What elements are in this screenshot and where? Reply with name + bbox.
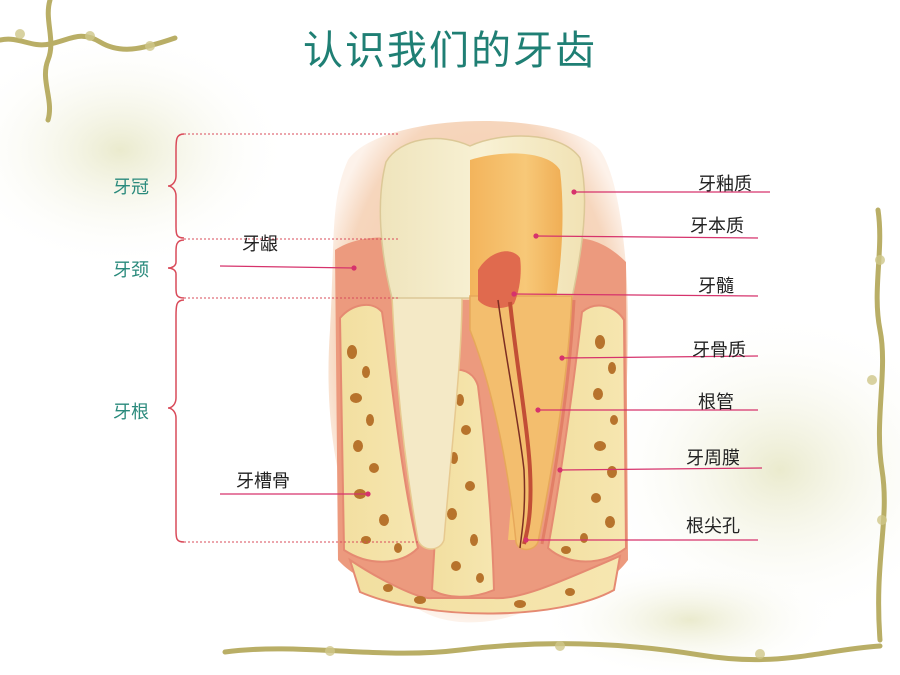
tooth-root-left — [391, 295, 463, 550]
crown-bracket — [167, 133, 185, 239]
leader-pulp — [513, 293, 759, 297]
label-enamel: 牙釉质 — [698, 174, 752, 195]
root-canal — [508, 301, 533, 545]
label-gum: 牙龈 — [242, 234, 278, 255]
bone-pores — [347, 335, 618, 608]
leader-cementum — [561, 355, 759, 359]
floral-wash-top-left — [0, 30, 290, 270]
alveolar-bone-right — [546, 304, 628, 563]
leader-dentin — [535, 235, 759, 239]
label-apical-foramen: 根尖孔 — [686, 516, 740, 537]
label-pulp: 牙髓 — [698, 276, 734, 297]
tooth-root-right — [469, 295, 573, 551]
label-root-canal: 根管 — [698, 392, 734, 413]
root-canal-nerve — [497, 299, 526, 549]
vine-top-left — [0, 33, 178, 52]
root-bracket — [167, 299, 185, 543]
vine-bottom — [222, 641, 883, 663]
vine-right-vertical — [874, 207, 887, 643]
section-brackets — [167, 133, 420, 543]
periodontal-line — [540, 299, 576, 545]
label-cementum: 牙骨质 — [692, 340, 746, 361]
section-label-neck: 牙颈 — [113, 260, 149, 281]
leader-lines — [219, 189, 770, 543]
section-label-crown: 牙冠 — [113, 177, 149, 198]
vine-left-vertical — [42, 0, 54, 123]
floral-wash-bottom-right — [590, 310, 900, 630]
neck-bracket — [167, 239, 185, 299]
pulp-chamber — [478, 251, 521, 309]
label-alveolar-bone: 牙槽骨 — [236, 471, 290, 492]
leader-periodontal — [559, 467, 763, 471]
section-label-root: 牙根 — [113, 402, 149, 423]
label-periodontal-membrane: 牙周膜 — [686, 448, 740, 469]
label-dentin: 牙本质 — [690, 216, 744, 237]
page-title: 认识我们的牙齿 — [303, 28, 597, 74]
leader-gum — [219, 265, 355, 269]
